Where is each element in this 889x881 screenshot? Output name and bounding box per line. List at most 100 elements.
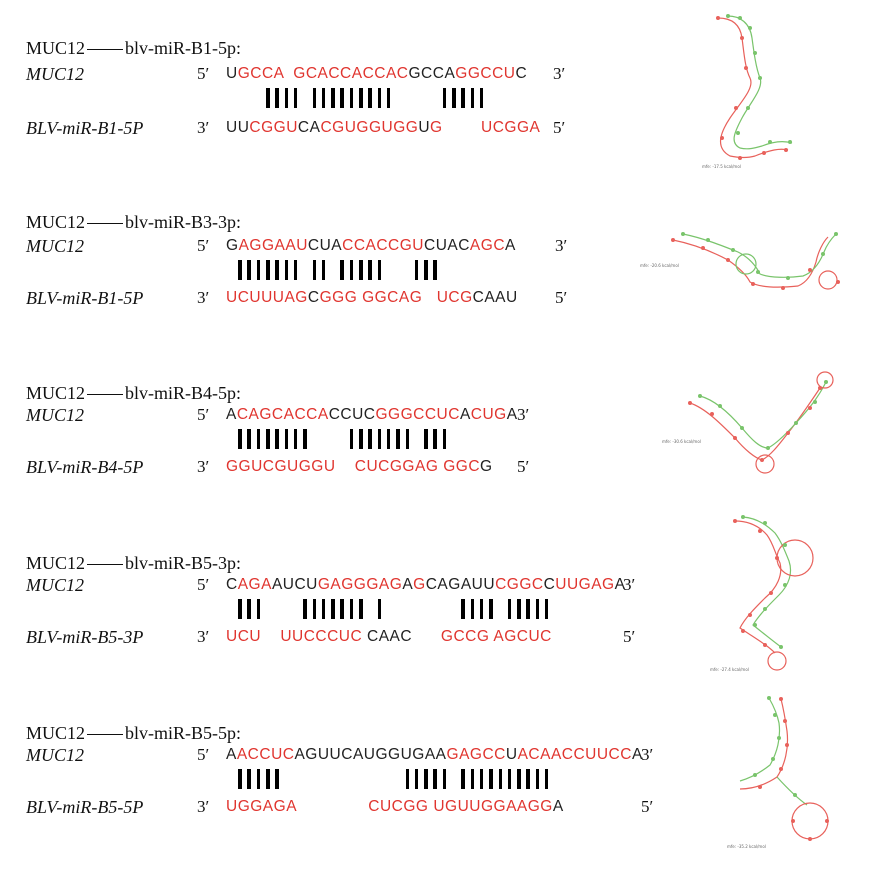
bond-bar — [544, 769, 549, 789]
bond-bar — [442, 769, 447, 789]
bond-gap — [338, 427, 347, 451]
bond-bar — [461, 599, 465, 619]
base-pair-bond — [347, 597, 356, 621]
bond-bar — [349, 599, 354, 619]
bond-gap — [412, 427, 421, 451]
bond-bar — [470, 769, 475, 789]
base-pair-bond — [263, 86, 272, 110]
unpaired-bases — [336, 458, 355, 475]
unpaired-bases: A — [459, 406, 471, 423]
base-pair-bond — [440, 86, 449, 110]
bond-bar — [424, 429, 428, 449]
base-pair-bond — [272, 767, 281, 791]
base-pair-bond — [356, 258, 365, 282]
bond-gap — [328, 767, 337, 791]
rna-hairpin-diagram: mfe: -20.6 kcal/mol — [640, 232, 840, 290]
paired-bases: CUCGG — [368, 798, 429, 815]
bond-gap — [226, 258, 235, 282]
base-pair-bond — [421, 258, 430, 282]
base-pair-bond — [403, 427, 412, 451]
bond-gap — [412, 86, 421, 110]
base-pair-bond — [431, 258, 440, 282]
base-pair-bond — [282, 427, 291, 451]
base-pair-bond — [384, 86, 393, 110]
paired-bases: UUGAG — [555, 576, 615, 593]
unpaired-bases: AUCU — [271, 576, 318, 593]
unpaired-bases: CAAC — [367, 628, 413, 645]
bond-bar — [275, 429, 279, 449]
bond-bar — [414, 260, 419, 280]
bond-bar — [275, 260, 279, 280]
bond-bar — [238, 260, 242, 280]
bond-bar — [461, 769, 465, 789]
base-pair-bond — [505, 767, 514, 791]
bond-bar — [377, 429, 382, 449]
bond-bar — [535, 769, 540, 789]
base-pair-bond — [245, 767, 254, 791]
mirna-label: BLV-miR-B1-5P — [26, 118, 144, 138]
bond-bar — [424, 260, 428, 280]
bond-bar — [238, 429, 242, 449]
bond-bar — [507, 599, 512, 619]
base-pair-bond — [458, 597, 467, 621]
base-pair-bond — [319, 258, 328, 282]
bond-bar — [368, 429, 372, 449]
bond-bar — [303, 429, 307, 449]
unpaired-bases: U — [226, 65, 238, 82]
base-pair-bond — [412, 258, 421, 282]
base-pair-bond — [254, 767, 263, 791]
base-pair-bond — [514, 767, 523, 791]
unpaired-bases: A — [614, 576, 626, 593]
paired-bases: AGC — [469, 237, 506, 254]
base-pair-bond — [505, 597, 514, 621]
connector-line — [87, 734, 124, 736]
paired-bases: ACCUC — [236, 746, 295, 763]
base-pair-bond — [319, 86, 328, 110]
energy-label: mfe: -30.6 kcal/mol — [662, 439, 701, 444]
bond-bar — [517, 599, 521, 619]
bond-bar — [498, 769, 502, 789]
bond-bar — [340, 88, 344, 108]
bond-bar — [424, 769, 428, 789]
bond-gap — [226, 767, 235, 791]
base-pair-bond — [356, 597, 365, 621]
unpaired-bases: G — [226, 237, 239, 254]
unpaired-bases — [284, 65, 294, 82]
connector-line — [87, 394, 124, 396]
unpaired-bases: C — [226, 576, 238, 593]
base-pair-bond — [347, 258, 356, 282]
base-pair-bond — [440, 767, 449, 791]
paired-bases: CUG — [470, 406, 507, 423]
bond-bar — [247, 599, 251, 619]
bond-bar — [507, 769, 512, 789]
connector-line — [87, 49, 124, 51]
bond-bar — [293, 260, 298, 280]
bond-bar — [238, 769, 242, 789]
mirna-sequence: GGUCGUGGU CUCGGAG GGCG — [226, 457, 493, 477]
bond-gap — [226, 86, 235, 110]
unpaired-bases: G — [480, 458, 493, 475]
unpaired-bases: A — [402, 576, 414, 593]
base-pair-bond — [542, 597, 551, 621]
mirna-name: blv-miR-B3-3p: — [125, 212, 242, 232]
base-pair-bond — [375, 86, 384, 110]
bond-gap — [421, 597, 430, 621]
bond-gap — [440, 597, 449, 621]
base-pair-bond — [328, 597, 337, 621]
base-pair-bond — [412, 767, 421, 791]
bond-gap — [291, 597, 300, 621]
base-pair-bond — [347, 427, 356, 451]
unpaired-bases: GCCA — [408, 65, 456, 82]
bond-bar — [526, 599, 530, 619]
base-pair-bond — [533, 767, 542, 791]
paired-bases: UCG — [436, 289, 473, 306]
gene-3-end: 3′ — [641, 745, 654, 764]
base-pair-bond — [272, 427, 281, 451]
gene-5-end: 5′ — [197, 405, 210, 424]
unpaired-bases: CAGAUU — [425, 576, 496, 593]
bond-bar — [340, 260, 344, 280]
gene-label: MUC12 — [26, 236, 84, 256]
unpaired-bases: CUAC — [424, 237, 470, 254]
